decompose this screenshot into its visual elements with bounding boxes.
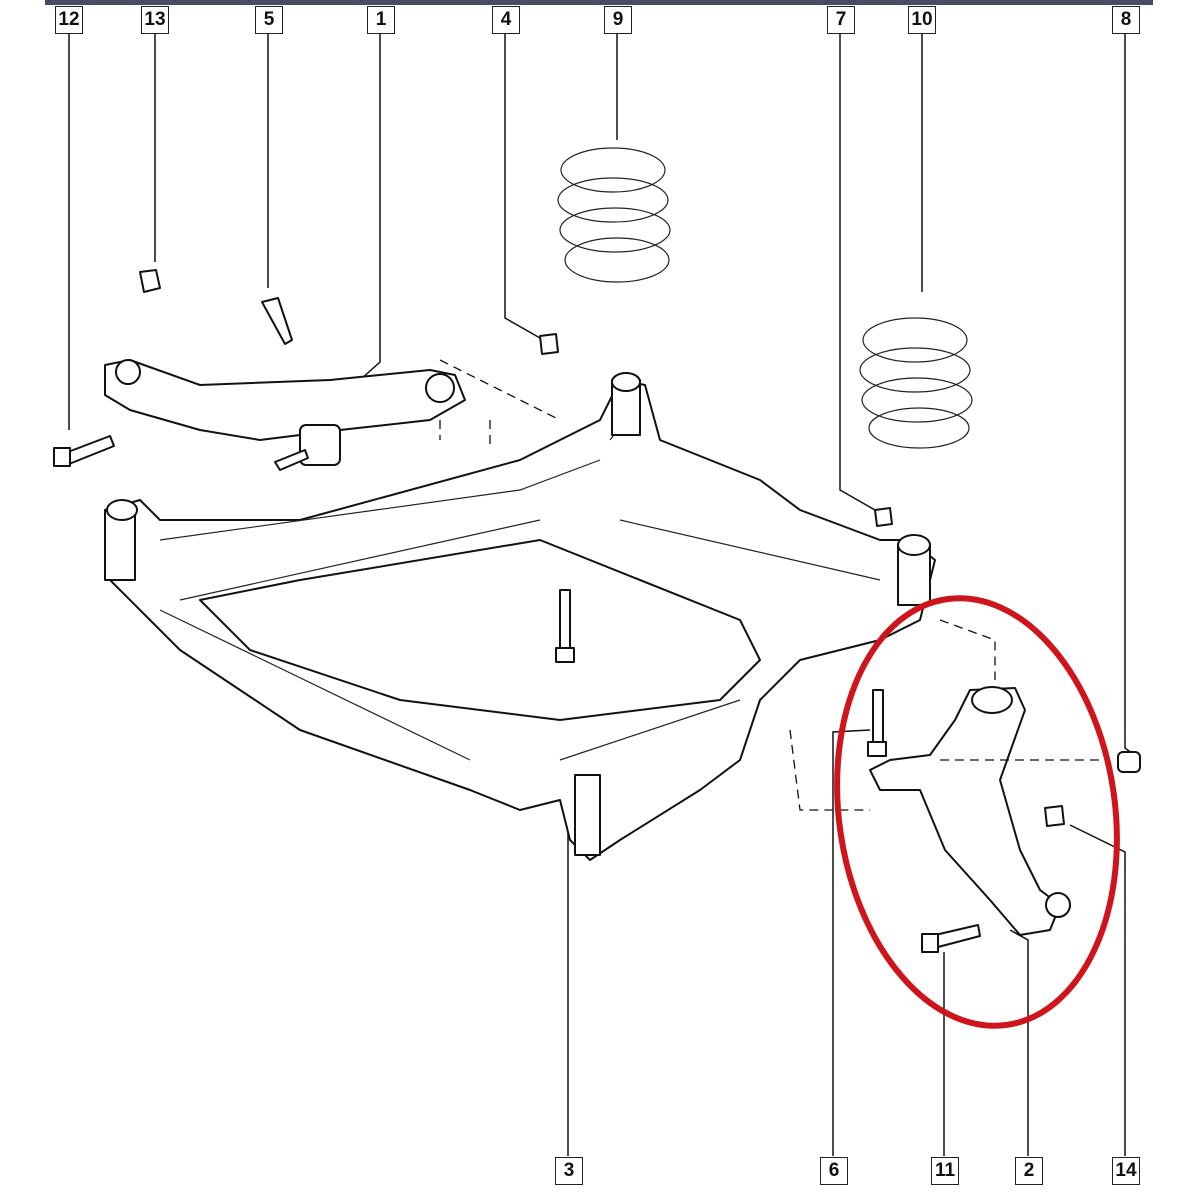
callout-8: 8 bbox=[1112, 6, 1140, 34]
fasteners bbox=[53, 269, 1141, 953]
callout-2: 2 bbox=[1015, 1157, 1043, 1185]
top-border bbox=[45, 0, 1153, 5]
highlight-ellipse bbox=[834, 595, 1120, 1029]
callout-1: 1 bbox=[367, 6, 395, 34]
callout-10: 10 bbox=[908, 6, 936, 34]
arm-1 bbox=[104, 359, 466, 471]
callout-14: 14 bbox=[1112, 1157, 1140, 1185]
callout-9: 9 bbox=[604, 6, 632, 34]
callout-6: 6 bbox=[820, 1157, 848, 1185]
callout-5: 5 bbox=[255, 6, 283, 34]
callout-4: 4 bbox=[492, 6, 520, 34]
callout-3: 3 bbox=[555, 1157, 583, 1185]
callout-13: 13 bbox=[141, 6, 169, 34]
coil-spring-10 bbox=[859, 317, 973, 449]
arm-2 bbox=[789, 619, 1100, 936]
callout-12: 12 bbox=[55, 6, 83, 34]
subframe bbox=[104, 359, 936, 861]
callout-7: 7 bbox=[827, 6, 855, 34]
coil-spring-9 bbox=[557, 147, 671, 283]
callout-11: 11 bbox=[931, 1157, 959, 1185]
